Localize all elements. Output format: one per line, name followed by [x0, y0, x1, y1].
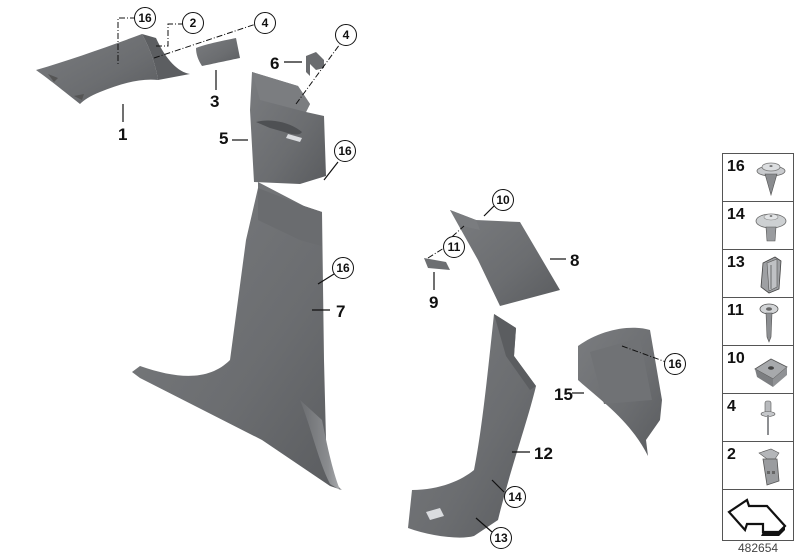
callout-4-upper[interactable]: 4 [254, 12, 276, 34]
legend-number: 2 [727, 446, 736, 463]
part-1-pillar-trim-upper [36, 34, 190, 104]
part-6-bracket [306, 52, 324, 76]
legend-item-4[interactable]: 4 [723, 394, 793, 442]
legend-item-11[interactable]: 11 [723, 298, 793, 346]
part-12-pillar-trim [408, 314, 536, 538]
legend-item-16[interactable]: 16 [723, 154, 793, 202]
diagram-number: 482654 [738, 541, 779, 555]
legend-number: 4 [727, 398, 736, 415]
part-7-pillar-trim-lower [132, 182, 342, 490]
callout-4-right[interactable]: 4 [335, 24, 357, 46]
clip-nut-icon [758, 448, 780, 486]
callout-9[interactable]: 9 [429, 293, 439, 312]
legend-item-10[interactable]: 10 [723, 346, 793, 394]
push-clip-icon [756, 162, 786, 197]
callout-11[interactable]: 11 [443, 236, 465, 258]
callout-16-pillar5[interactable]: 16 [334, 140, 356, 162]
part-3-cover [196, 38, 240, 66]
part-15-pillar-cover [578, 327, 662, 456]
blind-rivet-icon [760, 400, 776, 435]
dash-dot-lines [117, 17, 667, 363]
legend-number: 11 [727, 302, 744, 319]
callout-15[interactable]: 15 [554, 385, 573, 404]
legend-number: 16 [727, 158, 745, 175]
legend-item-2[interactable]: 2 [723, 442, 793, 490]
callout-2[interactable]: 2 [182, 12, 204, 34]
callout-5[interactable]: 5 [219, 129, 229, 148]
square-nut-icon [754, 358, 788, 387]
callout-6[interactable]: 6 [270, 54, 280, 73]
legend-item-direction[interactable] [723, 490, 793, 540]
legend-number: 13 [727, 254, 745, 271]
callout-1[interactable]: 1 [118, 125, 128, 144]
legend-item-14[interactable]: 14 [723, 202, 793, 250]
direction-arrow-icon [727, 498, 787, 536]
callout-12[interactable]: 12 [534, 444, 553, 463]
callout-10[interactable]: 10 [492, 189, 514, 211]
callout-3[interactable]: 3 [210, 92, 220, 111]
part-5-pillar-trim [250, 72, 326, 184]
callout-8[interactable]: 8 [570, 251, 580, 270]
part-8-pillar-trim [450, 210, 560, 306]
screw-icon [759, 303, 779, 343]
callout-16-cover15[interactable]: 16 [664, 353, 686, 375]
callout-16-pillar7[interactable]: 16 [332, 257, 354, 279]
leader-lines [122, 61, 584, 533]
callout-16-top[interactable]: 16 [134, 7, 156, 29]
legend-item-13[interactable]: 13 [723, 250, 793, 298]
fastener-legend: 16 14 13 11 10 [722, 153, 794, 541]
callout-14[interactable]: 14 [504, 486, 526, 508]
legend-number: 10 [727, 350, 745, 367]
callout-7[interactable]: 7 [336, 302, 346, 321]
part-9-cover-clip [424, 258, 450, 270]
callout-13[interactable]: 13 [490, 527, 512, 549]
legend-number: 14 [727, 206, 745, 223]
expanding-rivet-icon [755, 213, 787, 242]
spring-clip-icon [760, 256, 782, 294]
